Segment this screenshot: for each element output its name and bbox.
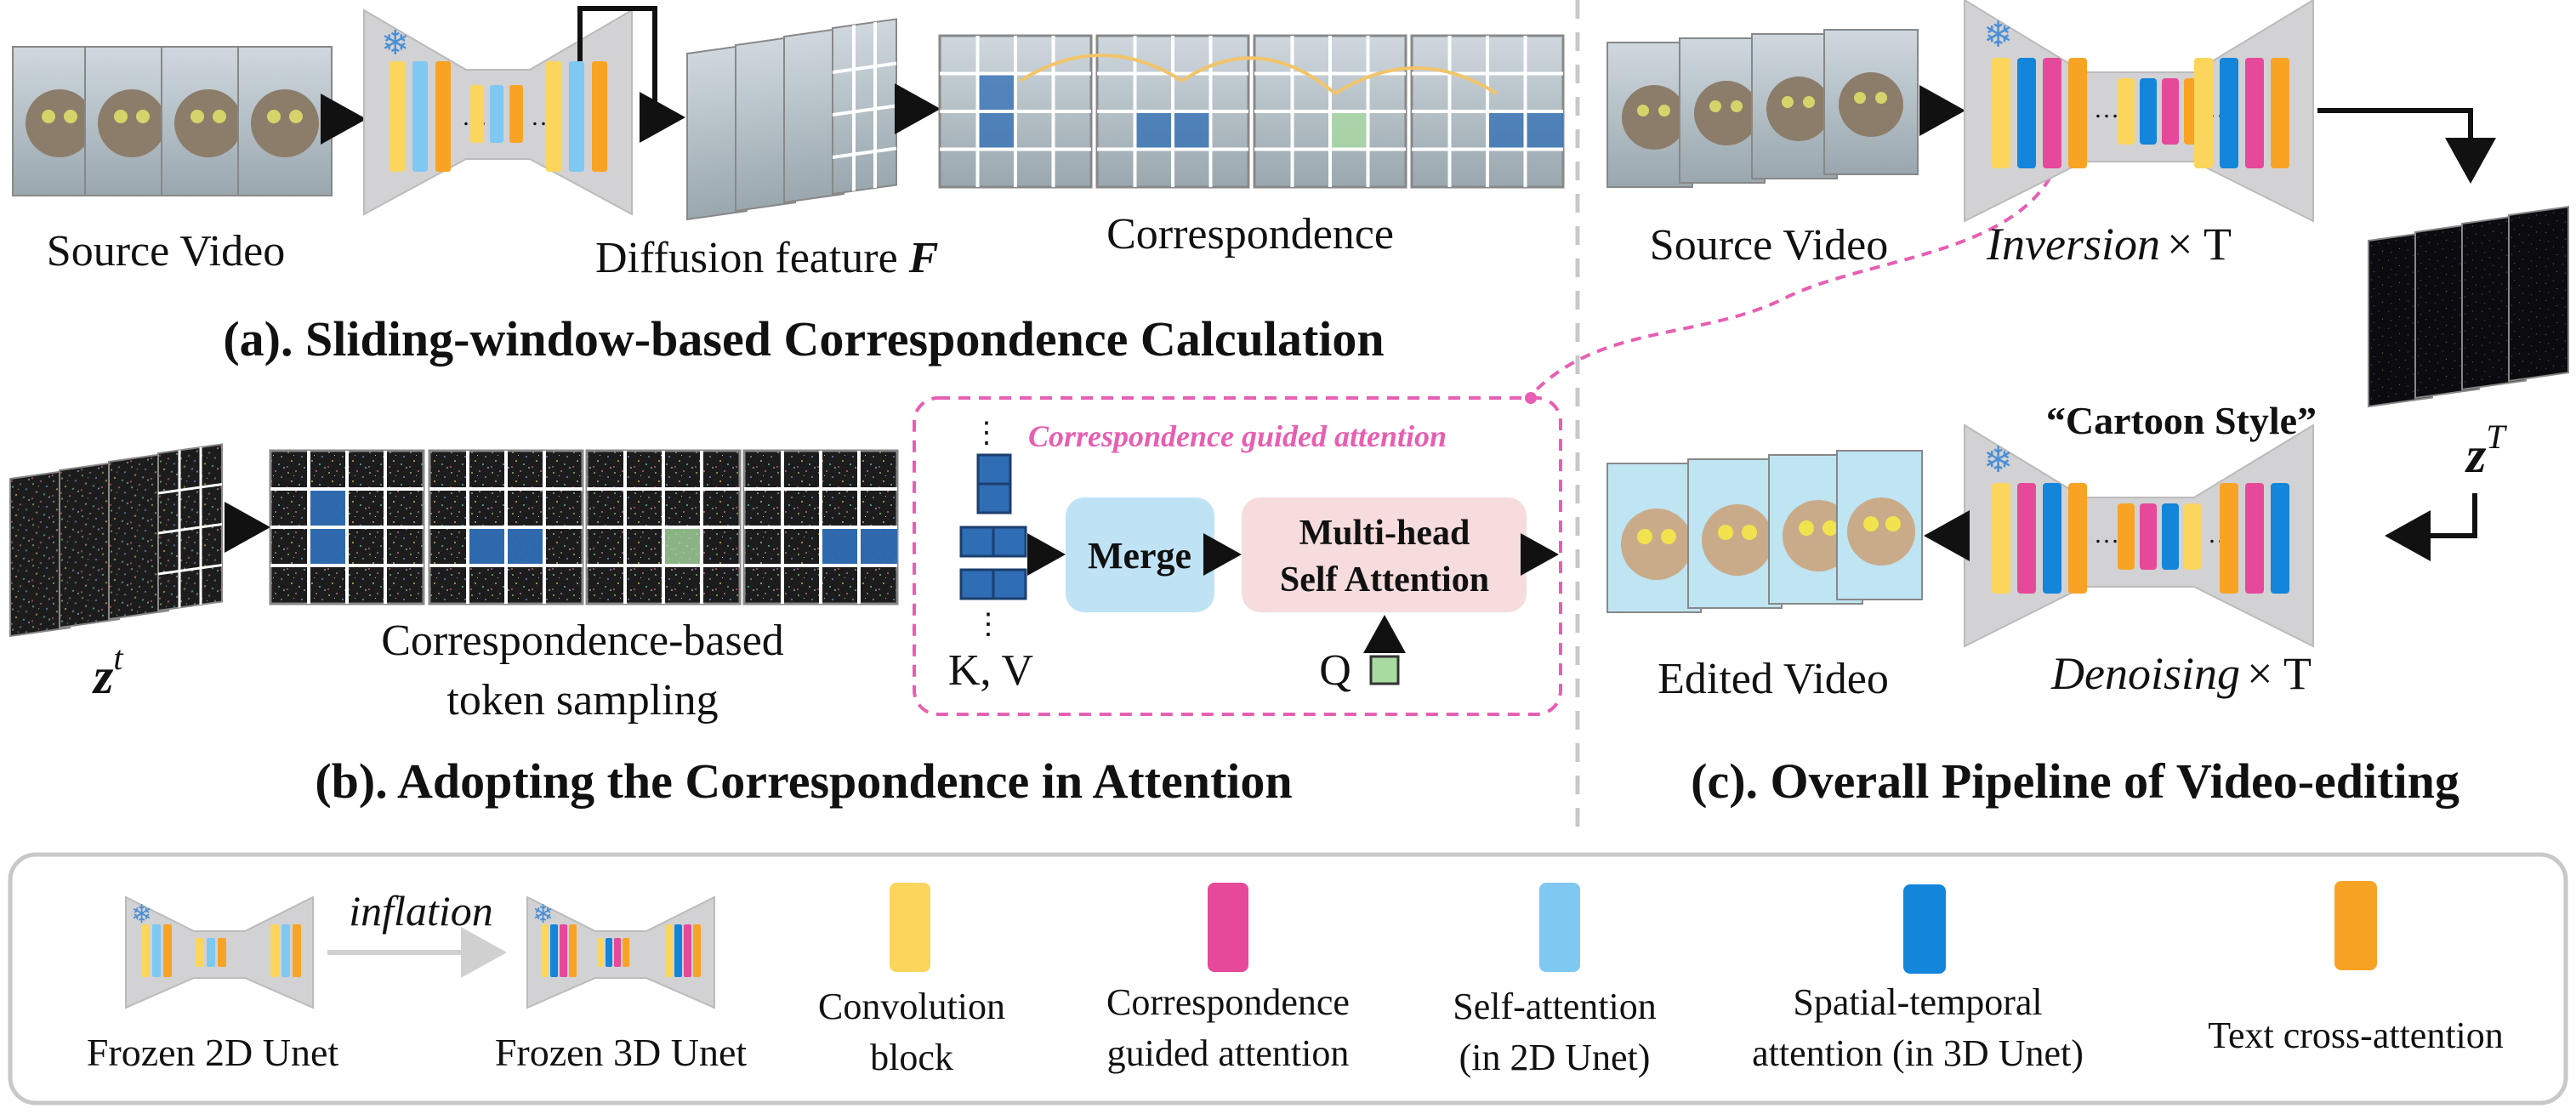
legend-frozen-2d-label: Frozen 2D Unet bbox=[87, 1031, 339, 1074]
snowflake-icon: ❄ bbox=[381, 24, 410, 62]
q-label: Q bbox=[1319, 646, 1351, 695]
source-video-frames-c bbox=[1606, 29, 1919, 188]
token-sampling-grid bbox=[428, 449, 584, 605]
frozen-2d-unet-a: ❄ … … bbox=[363, 9, 633, 216]
edited-video-frames bbox=[1606, 450, 1923, 613]
panel-b: zt Correspondence-based token sampling C… bbox=[9, 396, 1562, 809]
correspondence-grids bbox=[938, 34, 1565, 189]
legend-cga-line1: Correspondence bbox=[1106, 981, 1350, 1023]
legend-swatch-spatial-temporal bbox=[1903, 884, 1946, 974]
token-sampling-grid bbox=[742, 449, 899, 605]
correspondence-arc bbox=[1180, 56, 1337, 95]
panel-b-title: (b). Adopting the Correspondence in Atte… bbox=[315, 753, 1292, 809]
mhsa-block: Multi-head Self Attention bbox=[1242, 497, 1527, 612]
correspondence-link-curve bbox=[1529, 144, 2064, 397]
snowflake-icon: ❄ bbox=[131, 901, 152, 929]
q-token bbox=[1369, 655, 1400, 685]
legend: ❄ Frozen 2D Unet inflation ❄ Frozen 3D U… bbox=[8, 852, 2568, 1105]
legend-self-line1: Self-attention bbox=[1453, 986, 1657, 1027]
legend-swatch-convolution bbox=[890, 883, 930, 972]
source-video-label-a: Source Video bbox=[47, 227, 285, 276]
correspondence-grid bbox=[1095, 34, 1250, 189]
svg-text:⋮: ⋮ bbox=[974, 609, 1003, 640]
kv-label: K, V bbox=[948, 646, 1033, 695]
token-sampling-grids bbox=[269, 449, 899, 605]
correspondence-guided-attention-box: Correspondence guided attention ⋮ ⋮ K, V… bbox=[913, 396, 1562, 716]
prompt-label: “Cartoon Style” bbox=[2046, 399, 2317, 442]
legend-conv-line1: Convolution bbox=[818, 986, 1005, 1027]
legend-frozen-2d-unet: ❄ bbox=[125, 895, 314, 1009]
denoising-label: Denoising× T bbox=[2050, 648, 2312, 699]
inversion-unet-right-blocks bbox=[2194, 58, 2289, 168]
legend-swatch-text-cross bbox=[2334, 881, 2377, 970]
legend-inflation-label: inflation bbox=[349, 887, 492, 935]
correspondence-arc bbox=[1019, 54, 1184, 82]
latent-zT-label: zT bbox=[2465, 418, 2507, 483]
snowflake-icon: ❄ bbox=[532, 901, 554, 929]
latent-zT-stack bbox=[2368, 206, 2569, 408]
legend-text-cross-label: Text cross-attention bbox=[2208, 1015, 2504, 1056]
snowflake-icon: ❄ bbox=[1983, 16, 2013, 55]
denoising-3d-unet: ❄ … … bbox=[1964, 423, 2314, 648]
diffusion-feature-label: Diffusion feature F bbox=[595, 234, 938, 282]
mhsa-label-line2: Self Attention bbox=[1280, 560, 1489, 600]
mhsa-label-line1: Multi-head bbox=[1299, 514, 1470, 553]
inversion-label: Inversion× T bbox=[1986, 219, 2232, 270]
legend-st-line2: attention (in 3D Unet) bbox=[1752, 1032, 2084, 1074]
merge-block: Merge bbox=[1066, 497, 1214, 612]
correspondence-arc bbox=[1333, 66, 1498, 95]
legend-swatch-self-attention bbox=[1539, 883, 1580, 972]
sampling-label-line2: token sampling bbox=[446, 676, 718, 725]
kv-token-column: ⋮ ⋮ bbox=[959, 418, 1027, 640]
sampling-label-line1: Correspondence-based bbox=[381, 617, 784, 665]
svg-text:…: … bbox=[2094, 95, 2119, 123]
snowflake-icon: ❄ bbox=[1983, 441, 2013, 480]
legend-self-line2: (in 2D Unet) bbox=[1459, 1037, 1651, 1078]
correspondence-grid bbox=[1410, 34, 1565, 189]
legend-conv-line2: block bbox=[870, 1037, 953, 1078]
attention-box-title: Correspondence guided attention bbox=[1028, 419, 1447, 453]
correspondence-grid bbox=[1253, 34, 1407, 189]
correspondence-label: Correspondence bbox=[1106, 210, 1394, 259]
svg-text:…: … bbox=[2094, 520, 2119, 548]
panel-c-title: (c). Overall Pipeline of Video-editing bbox=[1691, 753, 2459, 809]
source-video-label-c: Source Video bbox=[1650, 221, 1888, 270]
source-video-frames-a bbox=[12, 46, 333, 196]
diffusion-feature-stack bbox=[686, 18, 897, 221]
legend-frozen-3d-label: Frozen 3D Unet bbox=[495, 1031, 748, 1074]
correspondence-grid bbox=[938, 34, 1093, 189]
edited-video-label: Edited Video bbox=[1658, 655, 1889, 703]
legend-st-line1: Spatial-temporal bbox=[1793, 981, 2042, 1023]
legend-swatch-correspondence bbox=[1208, 883, 1248, 972]
legend-frozen-3d-unet: ❄ bbox=[526, 895, 715, 1009]
legend-cga-line2: guided attention bbox=[1107, 1032, 1350, 1074]
token-sampling-grid bbox=[269, 449, 425, 605]
panel-a-title: (a). Sliding-window-based Correspondence… bbox=[223, 311, 1384, 367]
latent-zt-label: zt bbox=[92, 639, 123, 704]
panel-a: Source Video ❄ … … bbox=[12, 6, 1565, 367]
token-sampling-grid bbox=[585, 449, 742, 605]
latent-zt-stack bbox=[9, 443, 223, 638]
svg-text:⋮: ⋮ bbox=[972, 418, 1001, 449]
panel-c: Source Video ❄ … … I bbox=[1606, 0, 2569, 809]
merge-label: Merge bbox=[1088, 535, 1191, 577]
